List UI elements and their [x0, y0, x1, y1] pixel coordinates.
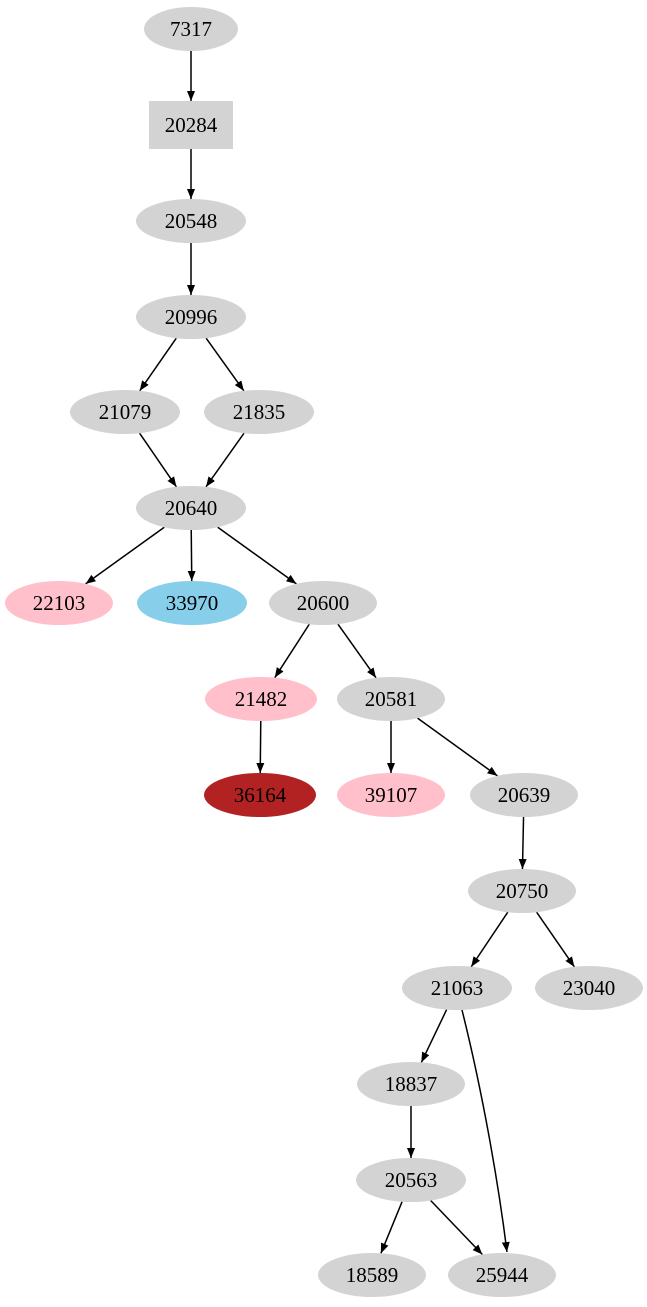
edge-20563-25944 [430, 1200, 483, 1256]
edge-20750-21063 [470, 911, 509, 968]
edge-20996-21835 [205, 337, 245, 392]
node-label-20548: 20548 [165, 209, 218, 233]
node-20581: 20581 [337, 677, 445, 721]
node-label-18837: 18837 [385, 1072, 438, 1096]
edge-21079-20640 [138, 432, 178, 488]
node-label-36164: 36164 [234, 783, 287, 807]
edge-21482-36164 [256, 720, 265, 774]
node-20600: 20600 [269, 581, 377, 625]
node-20996: 20996 [136, 295, 246, 339]
edge-20750-23040 [536, 911, 575, 968]
node-label-20563: 20563 [385, 1168, 438, 1192]
node-18589: 18589 [318, 1253, 426, 1297]
node-label-20581: 20581 [365, 687, 418, 711]
edge-20581-20639 [417, 717, 498, 777]
node-label-20639: 20639 [498, 783, 551, 807]
edge-21835-20640 [205, 432, 245, 488]
node-label-20750: 20750 [496, 879, 549, 903]
node-20750: 20750 [468, 869, 576, 913]
node-label-7317: 7317 [170, 17, 212, 41]
node-20640: 20640 [136, 486, 246, 530]
edge-20640-22103 [85, 526, 165, 585]
node-33970: 33970 [137, 581, 247, 625]
node-label-25944: 25944 [476, 1263, 529, 1287]
node-20563: 20563 [356, 1158, 466, 1202]
node-label-21079: 21079 [99, 400, 152, 424]
edge-21063-25944 [461, 1009, 510, 1253]
node-label-21835: 21835 [233, 400, 286, 424]
node-39107: 39107 [337, 773, 445, 817]
node-label-39107: 39107 [365, 783, 418, 807]
node-label-21063: 21063 [431, 976, 484, 1000]
node-label-23040: 23040 [563, 976, 616, 1000]
node-20639: 20639 [470, 773, 578, 817]
node-20548: 20548 [136, 199, 246, 243]
node-22103: 22103 [5, 581, 113, 625]
edge-20996-21079 [139, 337, 177, 392]
node-7317: 7317 [144, 7, 238, 51]
node-20284: 20284 [149, 101, 233, 149]
edge-20640-20600 [217, 526, 297, 585]
edge-20563-18589 [380, 1201, 403, 1254]
edge-20600-21482 [274, 623, 310, 679]
node-36164: 36164 [204, 773, 316, 817]
node-21063: 21063 [402, 966, 512, 1010]
node-label-18589: 18589 [346, 1263, 399, 1287]
node-21482: 21482 [205, 677, 317, 721]
edge-21063-18837 [420, 1009, 448, 1063]
edge-20640-33970 [187, 529, 196, 582]
node-label-33970: 33970 [166, 591, 219, 615]
node-label-20640: 20640 [165, 496, 218, 520]
node-21079: 21079 [70, 390, 180, 434]
node-label-22103: 22103 [33, 591, 86, 615]
node-23040: 23040 [535, 966, 643, 1010]
edge-20639-20750 [518, 816, 527, 870]
node-label-20284: 20284 [165, 113, 218, 137]
node-label-21482: 21482 [235, 687, 288, 711]
edge-20600-20581 [337, 623, 377, 679]
node-label-20996: 20996 [165, 305, 218, 329]
node-18837: 18837 [357, 1062, 465, 1106]
node-21835: 21835 [204, 390, 314, 434]
node-label-20600: 20600 [297, 591, 350, 615]
node-25944: 25944 [448, 1253, 556, 1297]
